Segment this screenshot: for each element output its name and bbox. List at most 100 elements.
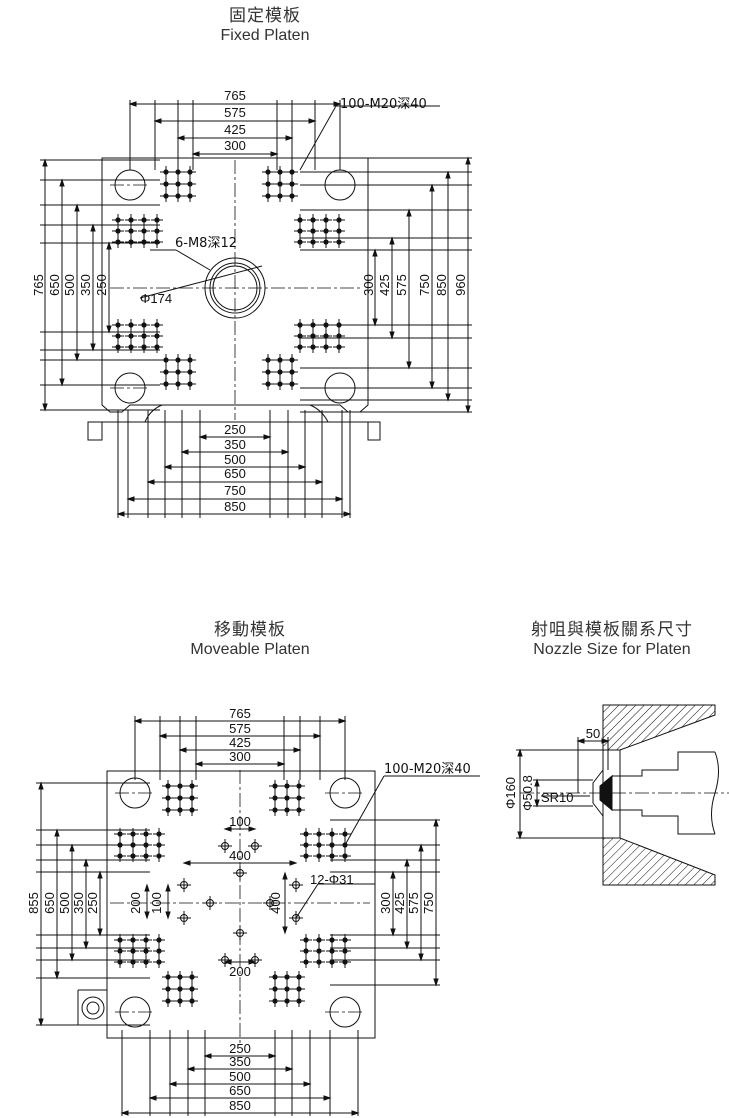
arrowhead — [315, 479, 324, 485]
fixed-platen-title-zh: 固定模板 — [229, 6, 301, 26]
arrowhead — [270, 151, 279, 157]
fixed-dim-bottom-350: 350 — [224, 437, 246, 452]
platen-section-bottom — [602, 837, 716, 886]
arrowhead — [178, 747, 187, 753]
arrowhead — [390, 928, 396, 937]
arrowhead — [351, 1110, 360, 1116]
move-callout-thread: 100-M20深40 — [384, 762, 471, 777]
ejector-hole-inner — [86, 1001, 100, 1015]
arrowhead — [281, 449, 290, 455]
arrowhead — [186, 1066, 195, 1072]
arrowhead — [389, 331, 395, 340]
nozzle-title: 射咀與模板關系尺寸 Nozzle Size for Platen — [495, 620, 729, 660]
arrowhead — [191, 151, 200, 157]
move-dim-bottom-250: 250 — [229, 1041, 251, 1056]
arrowhead — [390, 870, 396, 879]
move-dim-right-425: 425 — [392, 892, 407, 914]
arrowhead — [153, 118, 162, 124]
arrowhead — [298, 464, 307, 470]
arrowhead — [293, 747, 302, 753]
arrowhead — [90, 343, 96, 352]
fixed-platen-drawing: 765 575 425 300 100-M20深40 6-M8深12 Φ174 … — [31, 88, 472, 518]
arrowhead — [282, 926, 288, 935]
arrowhead — [97, 928, 103, 937]
nozzle-dim-sr10: SR10 — [541, 790, 574, 805]
fixed-dim-bottom-750: 750 — [224, 483, 246, 498]
fixed-fillet-left — [144, 404, 163, 423]
fixed-dim-top-300: 300 — [224, 138, 246, 153]
move-inner-100-top: 100 — [229, 814, 251, 829]
nozzle-dim-d50-8: Φ50.8 — [520, 775, 535, 811]
nozzle-body-bottom — [612, 809, 715, 835]
nozzle-body-top — [612, 751, 715, 777]
fixed-callout-dia: Φ174 — [140, 291, 172, 306]
arrowhead — [146, 479, 155, 485]
arrowhead — [601, 738, 610, 744]
arrowhead — [333, 101, 342, 107]
arrowhead — [285, 135, 294, 141]
arrowhead — [42, 158, 48, 167]
moveable-platen-title: 移動模板 Moveable Platen — [150, 620, 350, 660]
arrowhead — [83, 941, 89, 950]
move-dim-left-350: 350 — [71, 892, 86, 914]
thread-leader — [299, 105, 337, 171]
arrowhead — [54, 971, 60, 980]
fixed-dim-bottom-650: 650 — [224, 466, 246, 481]
arrowhead — [59, 378, 65, 387]
move-inner-100-left: 100 — [149, 892, 164, 914]
arrowhead — [120, 1110, 129, 1116]
arrowhead — [74, 203, 80, 212]
fixed-callout-thread: 100-M20深40 — [340, 97, 427, 112]
fixed-dim-left-250: 250 — [94, 274, 109, 296]
arrowhead — [59, 178, 65, 187]
arrowhead — [517, 748, 523, 757]
arrowhead — [308, 118, 317, 124]
move-dim-left-250: 250 — [85, 892, 100, 914]
arrowhead — [148, 1095, 157, 1101]
fixed-platen-title-en: Fixed Platen — [220, 27, 310, 44]
arrowhead — [97, 870, 103, 879]
thread-leader — [344, 775, 385, 846]
arrowhead — [203, 1053, 212, 1059]
fixed-dim-right-425: 425 — [377, 274, 392, 296]
moveable-platen-geometry — [36, 716, 480, 1116]
arrowhead — [194, 761, 203, 767]
arrowhead — [248, 826, 257, 832]
fixed-dim-right-960: 960 — [453, 274, 468, 296]
move-dim-bottom-650: 650 — [229, 1083, 251, 1098]
arrowhead — [54, 828, 60, 837]
fixed-dim-bottom-250: 250 — [224, 422, 246, 437]
arrowhead — [69, 843, 75, 852]
arrowhead — [429, 183, 435, 192]
fixed-platen-title: 固定模板 Fixed Platen — [165, 6, 365, 46]
arrowhead — [433, 818, 439, 827]
move-dim-bottom-500: 500 — [229, 1069, 251, 1084]
nozzle-dim-50: 50 — [586, 726, 600, 741]
arrowhead — [465, 405, 471, 414]
arrowhead — [106, 241, 112, 250]
move-dim-top-765: 765 — [229, 706, 251, 721]
nozzle-title-en: Nozzle Size for Platen — [533, 641, 691, 658]
move-callout-holes: 12-Φ31 — [310, 872, 354, 887]
arrowhead — [404, 858, 410, 867]
arrowhead — [144, 911, 150, 920]
move-dim-right-300: 300 — [378, 892, 393, 914]
arrowhead — [576, 738, 585, 744]
arrowhead — [165, 911, 171, 920]
arrowhead — [372, 318, 378, 327]
arrowhead — [38, 1018, 44, 1027]
nozzle-labels: 50 Φ160 Φ50.8 SR10 — [503, 726, 600, 811]
arrowhead — [429, 381, 435, 390]
fixed-dim-left-500: 500 — [62, 274, 77, 296]
move-dim-left-855: 855 — [26, 892, 41, 914]
move-inner-400-right: 400 — [268, 892, 283, 914]
arrowhead — [303, 1081, 312, 1087]
arrowhead — [389, 236, 395, 245]
move-dim-bottom-850: 850 — [229, 1098, 251, 1113]
arrowhead — [404, 941, 410, 950]
arrowhead — [517, 831, 523, 840]
nozzle-dim-d160: Φ160 — [503, 777, 518, 809]
arrowhead — [42, 403, 48, 412]
